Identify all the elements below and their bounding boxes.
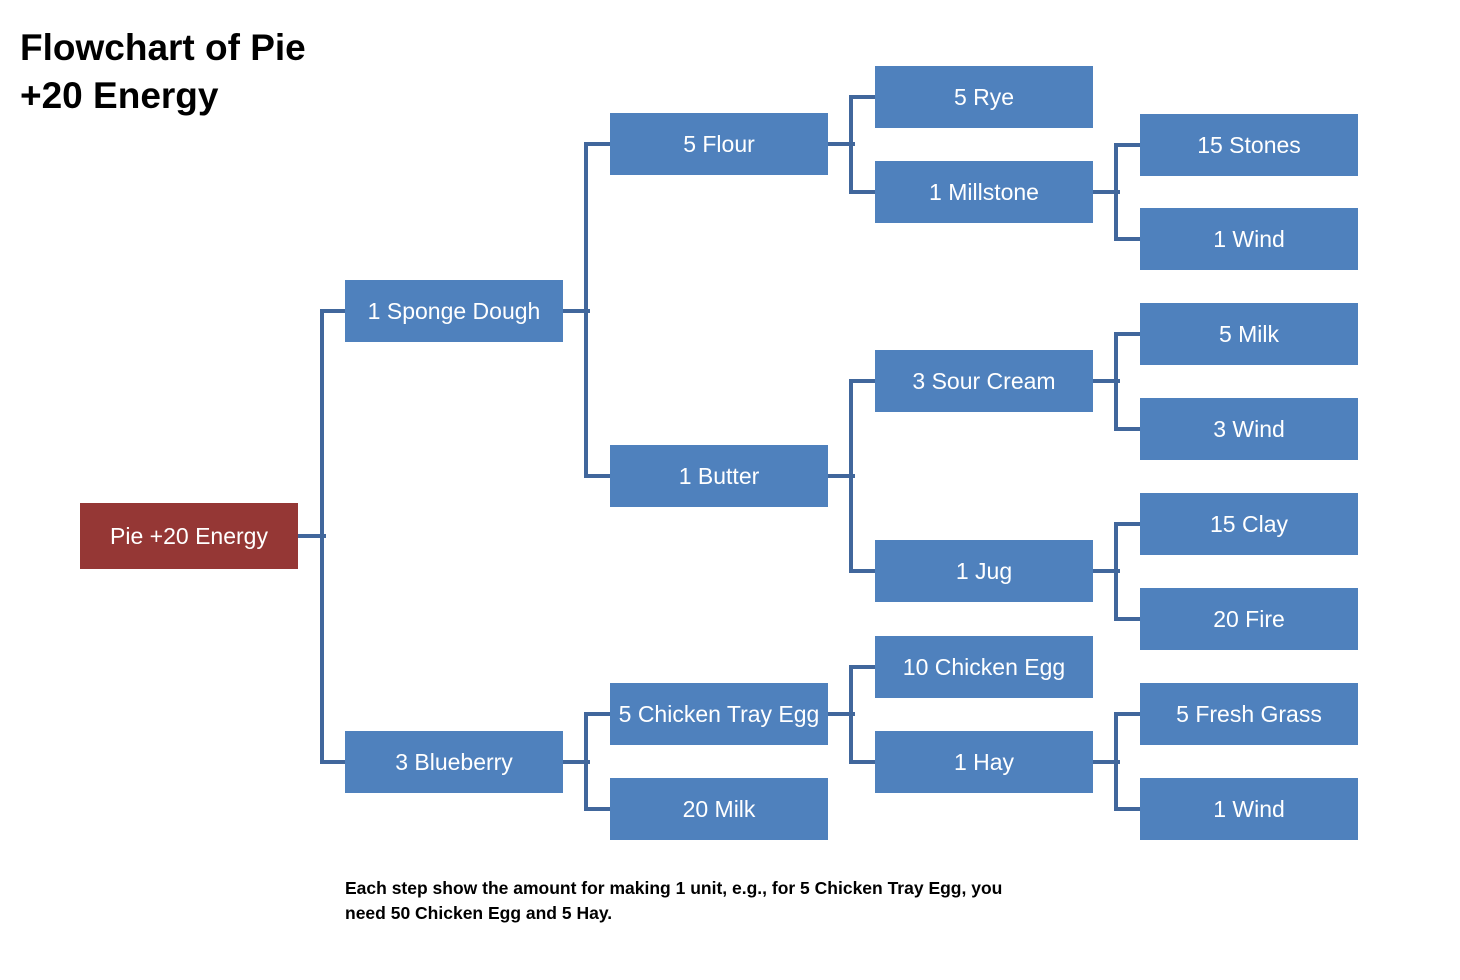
node-jug: 1 Jug <box>875 540 1093 602</box>
node-sour-cream: 3 Sour Cream <box>875 350 1093 412</box>
connector-line <box>586 474 610 478</box>
connector-line <box>586 712 610 716</box>
node-wind-hay: 1 Wind <box>1140 778 1358 840</box>
connector-line <box>1093 569 1120 573</box>
connector-line <box>586 142 610 146</box>
node-milk-20: 20 Milk <box>610 778 828 840</box>
node-chicken-tray-egg: 5 Chicken Tray Egg <box>610 683 828 745</box>
connector-line <box>849 665 853 764</box>
node-clay: 15 Clay <box>1140 493 1358 555</box>
node-sponge-dough: 1 Sponge Dough <box>345 280 563 342</box>
connector-line <box>322 760 345 764</box>
footer-note: Each step show the amount for making 1 u… <box>345 878 1003 923</box>
node-butter: 1 Butter <box>610 445 828 507</box>
connector-line <box>828 142 855 146</box>
node-hay: 1 Hay <box>875 731 1093 793</box>
connector-line <box>584 142 588 478</box>
connector-line <box>298 534 326 538</box>
node-chicken-egg: 10 Chicken Egg <box>875 636 1093 698</box>
node-milk-5: 5 Milk <box>1140 303 1358 365</box>
node-millstone: 1 Millstone <box>875 161 1093 223</box>
connector-line <box>828 474 855 478</box>
connector-line <box>584 712 588 811</box>
connector-line <box>851 95 875 99</box>
connector-line <box>1116 427 1140 431</box>
node-fire: 20 Fire <box>1140 588 1358 650</box>
connector-line <box>322 309 345 313</box>
connector-line <box>1116 807 1140 811</box>
connector-line <box>1114 522 1118 621</box>
connector-line <box>1116 712 1140 716</box>
connector-line <box>851 665 875 669</box>
connector-line <box>320 309 324 764</box>
connector-line <box>563 760 590 764</box>
connector-line <box>1093 379 1120 383</box>
connector-line <box>1116 237 1140 241</box>
connector-line <box>851 379 875 383</box>
flowchart-title: Flowchart of Pie +20 Energy <box>20 27 306 116</box>
connector-line <box>851 569 875 573</box>
connector-line <box>563 309 590 313</box>
connector-line <box>851 190 875 194</box>
connector-line <box>586 807 610 811</box>
connector-line <box>1114 712 1118 811</box>
connector-line <box>1116 617 1140 621</box>
node-blueberry: 3 Blueberry <box>345 731 563 793</box>
connector-line <box>1116 522 1140 526</box>
node-pie-20-energy: Pie +20 Energy <box>80 503 298 569</box>
connector-line <box>849 95 853 194</box>
node-fresh-grass: 5 Fresh Grass <box>1140 683 1358 745</box>
connector-line <box>828 712 855 716</box>
node-rye: 5 Rye <box>875 66 1093 128</box>
node-wind-millstone: 1 Wind <box>1140 208 1358 270</box>
connector-line <box>1116 143 1140 147</box>
connector-line <box>1114 143 1118 241</box>
connector-line <box>851 760 875 764</box>
node-stones: 15 Stones <box>1140 114 1358 176</box>
node-flour: 5 Flour <box>610 113 828 175</box>
node-wind-sour-cream: 3 Wind <box>1140 398 1358 460</box>
connector-line <box>1114 332 1118 431</box>
connector-line <box>1093 760 1120 764</box>
connector-line <box>1093 190 1120 194</box>
connector-line <box>1116 332 1140 336</box>
connector-line <box>849 379 853 573</box>
